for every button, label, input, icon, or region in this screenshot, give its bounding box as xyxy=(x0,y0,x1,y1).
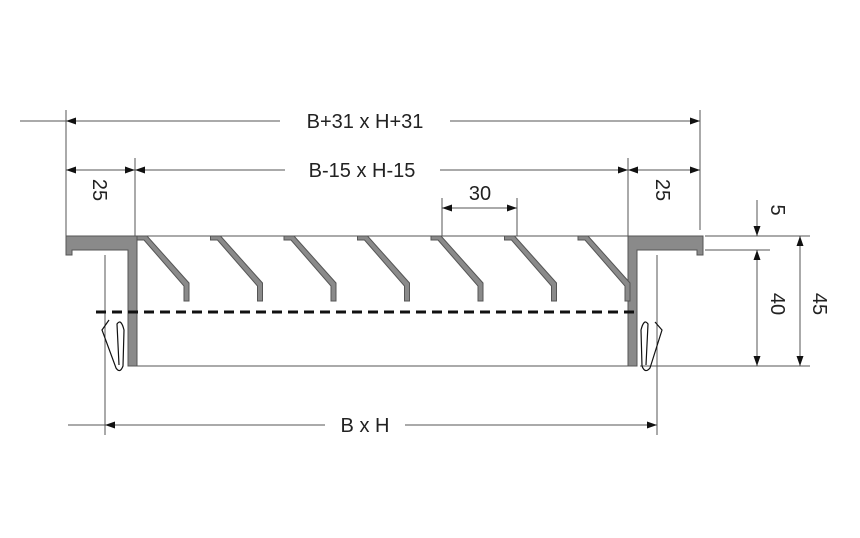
left-flange-label: 25 xyxy=(88,179,110,201)
opening-dimension-label: B x H xyxy=(341,415,390,437)
blade-pitch-label: 30 xyxy=(469,183,491,205)
blade xyxy=(136,235,190,302)
blades xyxy=(136,235,631,302)
right-flange-label: 25 xyxy=(651,179,673,201)
flange-thickness-label: 5 xyxy=(766,204,788,215)
body-depth-label: 40 xyxy=(766,293,788,315)
spring-clips xyxy=(101,319,663,372)
blade-pitch-dimension: 30 xyxy=(441,183,518,236)
opening-dimension: B x H xyxy=(68,255,658,437)
blade xyxy=(210,235,263,302)
blade xyxy=(283,235,337,302)
blade xyxy=(577,235,631,302)
blade xyxy=(357,235,410,302)
left-spring-clip-icon xyxy=(101,319,125,372)
overall-dimension-label: B+31 x H+31 xyxy=(307,111,424,133)
blade xyxy=(430,235,484,302)
right-spring-clip-icon xyxy=(640,321,663,372)
inner-dimension: B-15 x H-15 25 25 xyxy=(66,158,700,236)
blade xyxy=(504,235,557,302)
depth-dimensions: 5 40 45 xyxy=(640,200,830,367)
inner-dimension-label: B-15 x H-15 xyxy=(309,160,416,182)
total-depth-label: 45 xyxy=(808,293,830,315)
